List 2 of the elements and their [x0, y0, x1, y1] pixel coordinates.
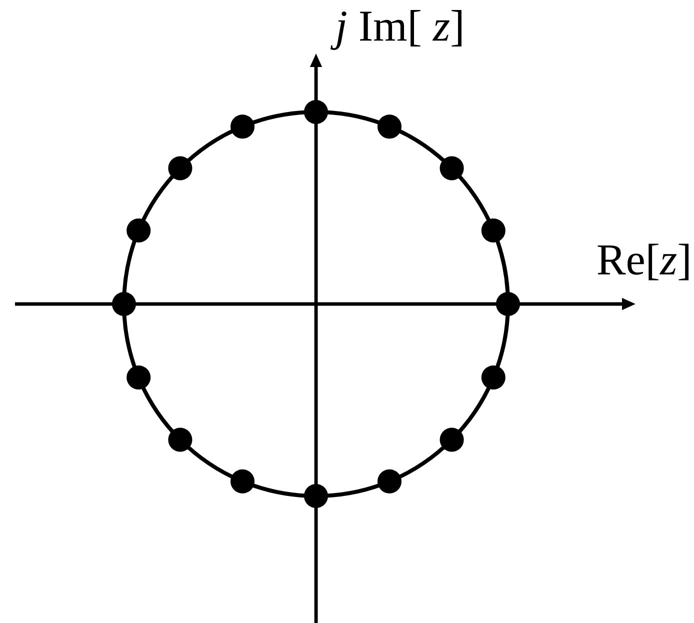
- axis-label: j Im[ z]: [330, 10, 462, 50]
- axis-label: Re[z]: [598, 244, 689, 280]
